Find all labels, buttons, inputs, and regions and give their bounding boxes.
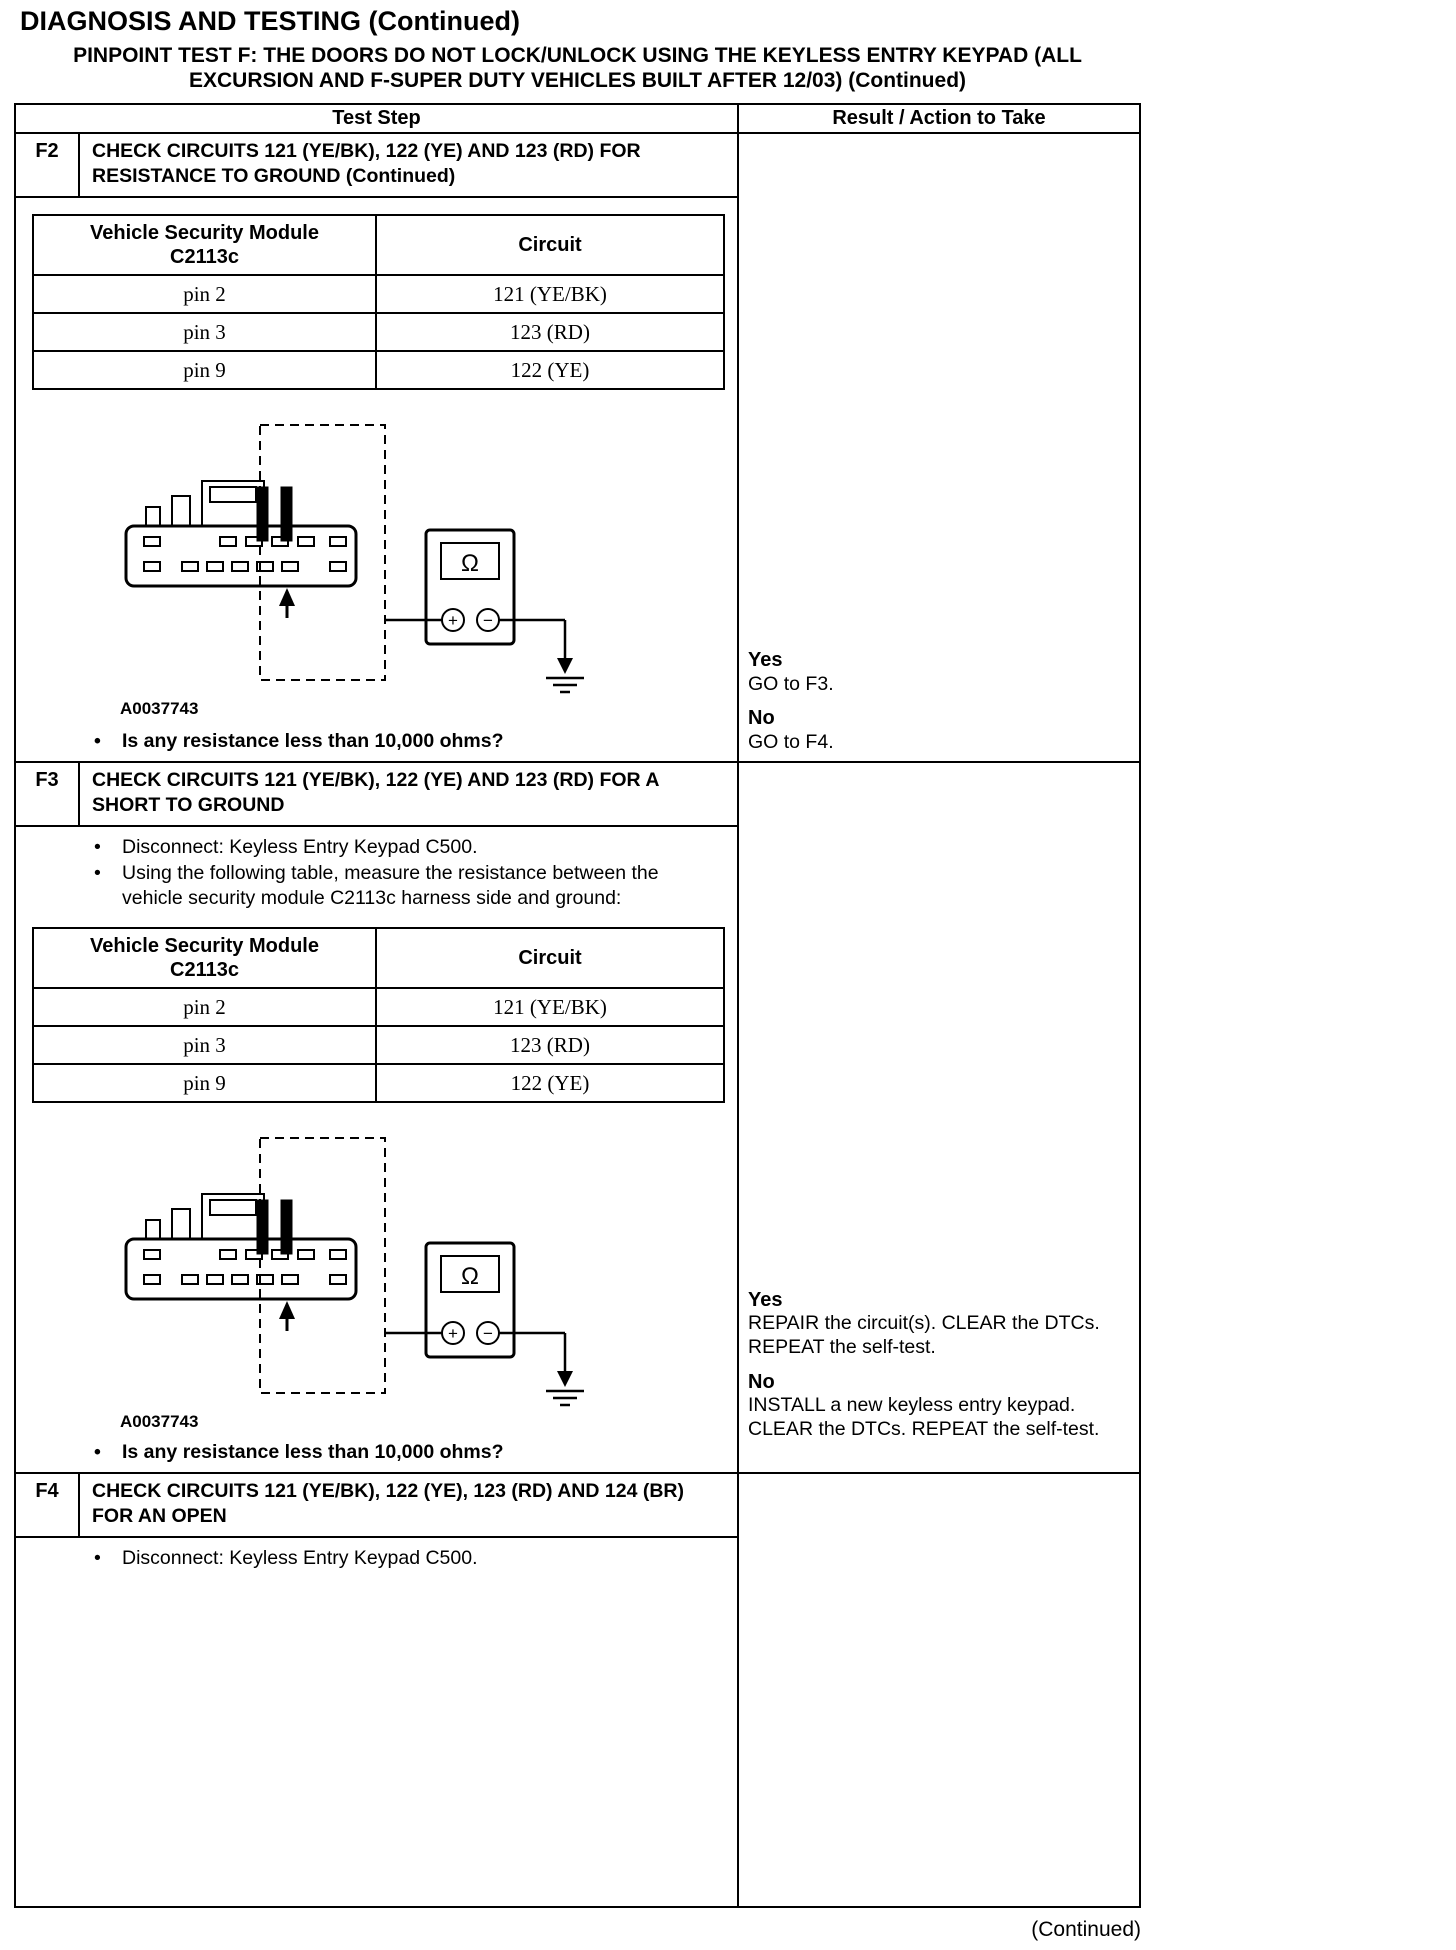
step-id: F2 xyxy=(16,133,80,197)
module-connector: C2113c xyxy=(170,959,239,982)
probe-arrow-icon xyxy=(279,588,295,619)
result-no: No INSTALL a new keyless entry keypad. C… xyxy=(748,1370,1127,1442)
circuit-cell: 122 (YE) xyxy=(375,350,723,389)
module-name: Vehicle Security Module xyxy=(90,935,319,958)
test-step-row-f4: F4 CHECK CIRCUITS 121 (YE/BK), 122 (YE),… xyxy=(16,1473,1139,1906)
step-content: Disconnect: Keyless Entry Keypad C500. U… xyxy=(16,827,737,1471)
result-cell xyxy=(739,1474,1139,1906)
step-content: Vehicle Security Module C2113c Circuit p… xyxy=(16,198,737,760)
ohm-symbol: Ω xyxy=(461,550,479,577)
pinpoint-test-table: Test Step Result / Action to Take F2 CHE… xyxy=(14,102,1141,1908)
minus-terminal: − xyxy=(483,1324,493,1343)
ground-symbol-icon xyxy=(546,1371,584,1407)
pin-cell: pin 3 xyxy=(34,1025,375,1063)
instruction-item: Disconnect: Keyless Entry Keypad C500. xyxy=(32,1546,712,1572)
test-step-cell: F2 CHECK CIRCUITS 121 (YE/BK), 122 (YE) … xyxy=(16,133,739,761)
answer-label: No xyxy=(748,707,775,730)
plus-terminal: + xyxy=(448,1324,458,1343)
answer-label: No xyxy=(748,1370,775,1393)
step-content: Disconnect: Keyless Entry Keypad C500. xyxy=(16,1538,737,1905)
answer-label: Yes xyxy=(748,1288,783,1311)
table-header-row: Test Step Result / Action to Take xyxy=(16,104,1139,134)
action-text: GO to F4. xyxy=(748,730,834,753)
answer-label: Yes xyxy=(748,649,783,672)
connector-to-ground-resistance-diagram: Ω + − xyxy=(120,1137,584,1431)
figure-label: A0037743 xyxy=(120,699,198,718)
circuit-cell: 122 (YE) xyxy=(375,1063,723,1102)
pinpoint-test-heading: PINPOINT TEST F: THE DOORS DO NOT LOCK/U… xyxy=(73,44,1082,92)
pin-circuit-table: Vehicle Security Module C2113c Circuit p… xyxy=(32,214,725,391)
module-name: Vehicle Security Module xyxy=(90,222,319,245)
ground-symbol-icon xyxy=(546,658,584,694)
instruction-item: Disconnect: Keyless Entry Keypad C500. xyxy=(32,835,712,861)
step-title: CHECK CIRCUITS 121 (YE/BK), 122 (YE) AND… xyxy=(92,768,659,816)
test-step-row-f3: F3 CHECK CIRCUITS 121 (YE/BK), 122 (YE) … xyxy=(16,762,1139,1474)
minus-terminal: − xyxy=(483,611,493,630)
result-no: No GO to F4. xyxy=(748,706,1127,754)
step-question: Is any resistance less than 10,000 ohms? xyxy=(32,1441,723,1468)
step-header: F2 CHECK CIRCUITS 121 (YE/BK), 122 (YE) … xyxy=(16,133,737,199)
step-header: F3 CHECK CIRCUITS 121 (YE/BK), 122 (YE) … xyxy=(16,762,737,828)
pin-table-module-header: Vehicle Security Module C2113c xyxy=(34,929,375,987)
probe-dashed-box xyxy=(259,424,386,682)
connector xyxy=(124,1193,358,1301)
test-step-row-f2: F2 CHECK CIRCUITS 121 (YE/BK), 122 (YE) … xyxy=(16,133,1139,763)
pin-table-circuit-header: Circuit xyxy=(375,216,723,275)
connector-to-ground-resistance-diagram: Ω + − xyxy=(120,424,584,718)
instruction-list: Disconnect: Keyless Entry Keypad C500. U… xyxy=(32,835,723,911)
test-step-cell: F4 CHECK CIRCUITS 121 (YE/BK), 122 (YE),… xyxy=(16,1473,739,1906)
page-title: DIAGNOSIS AND TESTING (Continued) xyxy=(20,6,520,36)
connector xyxy=(124,480,358,588)
step-header: F4 CHECK CIRCUITS 121 (YE/BK), 122 (YE),… xyxy=(16,1473,737,1539)
result-yes: Yes GO to F3. xyxy=(748,648,1127,696)
step-question: Is any resistance less than 10,000 ohms? xyxy=(32,730,723,757)
pin-table-module-header: Vehicle Security Module C2113c xyxy=(34,216,375,274)
circuit-cell: 121 (YE/BK) xyxy=(375,987,723,1026)
pin-cell: pin 2 xyxy=(34,987,375,1025)
instruction-item: Using the following table, measure the r… xyxy=(32,861,712,912)
step-title: CHECK CIRCUITS 121 (YE/BK), 122 (YE), 12… xyxy=(92,1479,684,1527)
probe-dashed-box xyxy=(259,1137,386,1395)
pin-cell: pin 9 xyxy=(34,1063,375,1101)
circuit-cell: 121 (YE/BK) xyxy=(375,274,723,313)
column-header-result: Result / Action to Take xyxy=(832,106,1046,129)
probe-arrow-icon xyxy=(279,1301,295,1332)
wires xyxy=(385,618,567,659)
ohmmeter: Ω + − xyxy=(424,1241,516,1359)
action-text: REPAIR the circuit(s). CLEAR the DTCs. R… xyxy=(748,1312,1100,1358)
pin-cell: pin 2 xyxy=(34,274,375,312)
result-yes: Yes REPAIR the circuit(s). CLEAR the DTC… xyxy=(748,1288,1127,1360)
action-text: INSTALL a new keyless entry keypad. CLEA… xyxy=(748,1393,1100,1440)
step-id: F3 xyxy=(16,762,80,826)
pin-circuit-table: Vehicle Security Module C2113c Circuit p… xyxy=(32,927,725,1104)
column-header-test-step: Test Step xyxy=(16,104,739,132)
step-id: F4 xyxy=(16,1473,80,1537)
wires xyxy=(385,1332,567,1372)
ohm-symbol: Ω xyxy=(461,1263,479,1290)
step-title: CHECK CIRCUITS 121 (YE/BK), 122 (YE) AND… xyxy=(92,139,641,187)
plus-terminal: + xyxy=(448,611,458,630)
instruction-list: Disconnect: Keyless Entry Keypad C500. xyxy=(32,1546,723,1572)
result-cell: Yes GO to F3. No GO to F4. xyxy=(739,134,1139,761)
pin-table-circuit-header: Circuit xyxy=(375,929,723,988)
action-text: GO to F3. xyxy=(748,672,834,695)
result-cell: Yes REPAIR the circuit(s). CLEAR the DTC… xyxy=(739,763,1139,1472)
circuit-cell: 123 (RD) xyxy=(375,312,723,351)
ohmmeter: Ω + − xyxy=(424,528,516,646)
pin-cell: pin 3 xyxy=(34,312,375,350)
test-step-cell: F3 CHECK CIRCUITS 121 (YE/BK), 122 (YE) … xyxy=(16,762,739,1472)
figure-label: A0037743 xyxy=(120,1412,198,1431)
continued-note: (Continued) xyxy=(1031,1917,1141,1941)
module-connector: C2113c xyxy=(170,246,239,269)
pin-cell: pin 9 xyxy=(34,350,375,388)
circuit-cell: 123 (RD) xyxy=(375,1025,723,1064)
